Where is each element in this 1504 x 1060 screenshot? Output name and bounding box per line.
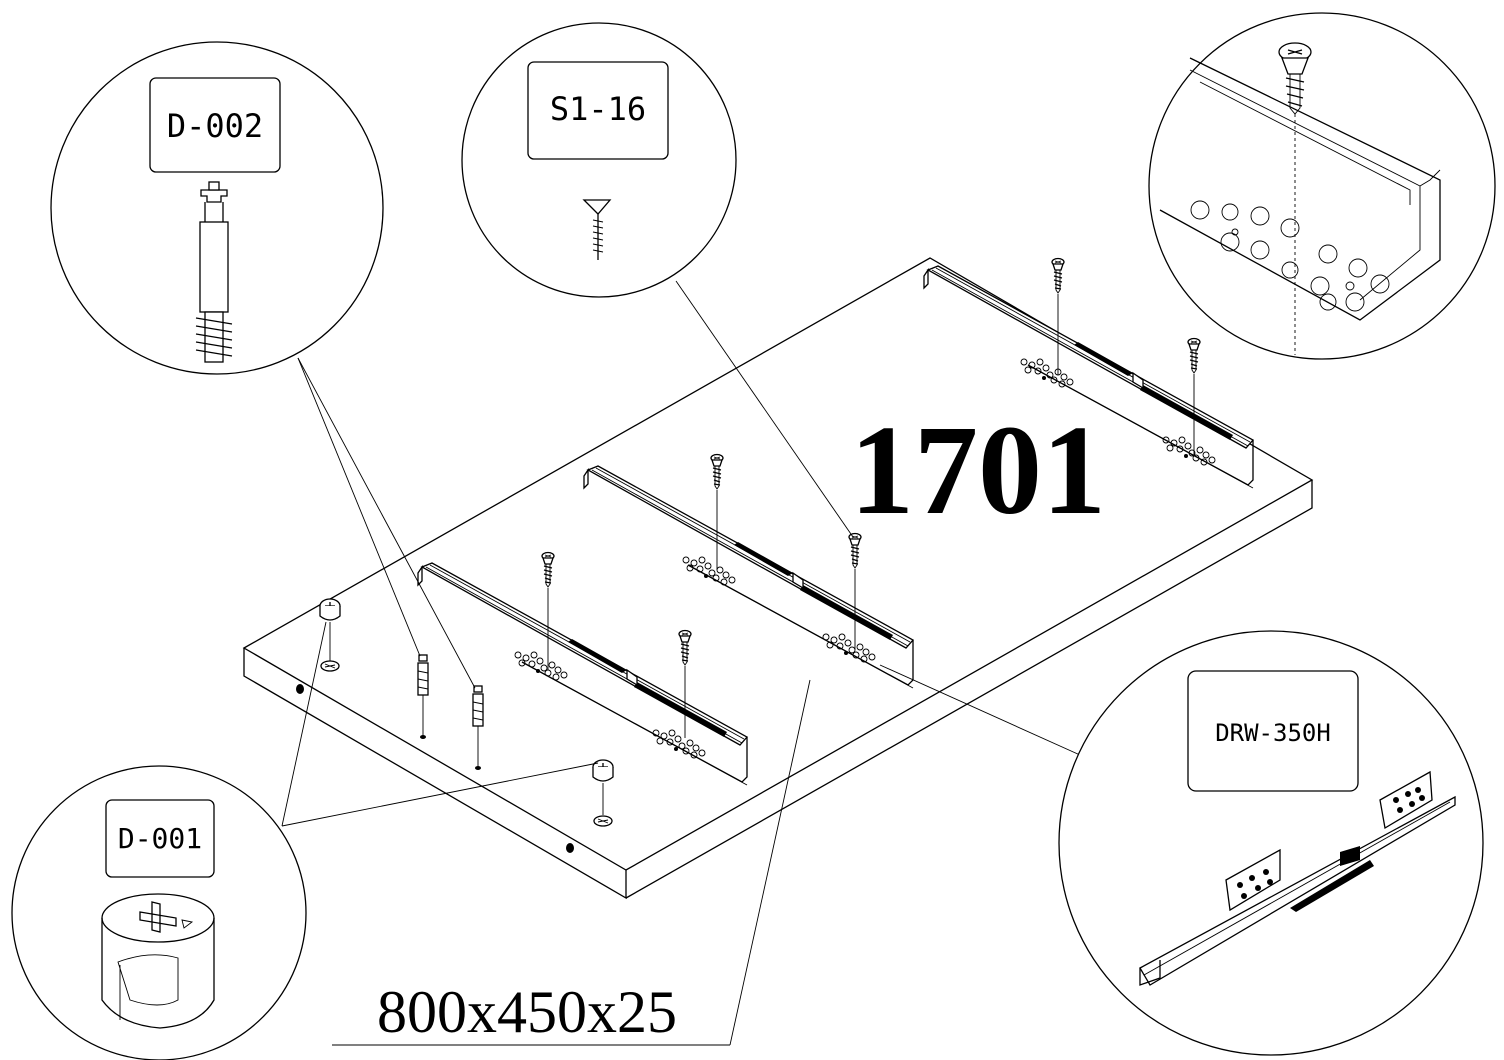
label-box-d001 bbox=[105, 799, 215, 878]
callout-runner-detail bbox=[1148, 12, 1496, 360]
leader-lines bbox=[281, 280, 1081, 1046]
cam-lock-icon bbox=[101, 893, 215, 1029]
callout-d002: D-002 bbox=[50, 41, 384, 375]
label-box-s116 bbox=[527, 61, 669, 160]
part-number: 1701 bbox=[850, 399, 1106, 541]
panel bbox=[242, 257, 1314, 900]
label-box-d002 bbox=[149, 77, 281, 173]
callout-drw350h: DRW-350H bbox=[1058, 630, 1484, 1056]
label-d002: D-002 bbox=[167, 107, 263, 145]
cam-locks bbox=[319, 598, 614, 827]
panel-dimensions: 800x450x25 bbox=[377, 979, 677, 1045]
dowel-icon bbox=[195, 181, 233, 363]
screw-icon bbox=[582, 199, 612, 260]
drawer-runner-icon bbox=[1139, 770, 1456, 986]
detail-screw-icon bbox=[1278, 42, 1312, 355]
label-d001: D-001 bbox=[118, 822, 202, 855]
callout-d001: D-001 bbox=[11, 765, 307, 1060]
label-drw350h: DRW-350H bbox=[1215, 719, 1331, 747]
callout-s116: S1-16 bbox=[461, 22, 737, 298]
screws bbox=[541, 257, 1201, 738]
label-box-drw350h bbox=[1187, 670, 1359, 792]
label-s116: S1-16 bbox=[550, 90, 646, 128]
dowels bbox=[417, 654, 484, 770]
